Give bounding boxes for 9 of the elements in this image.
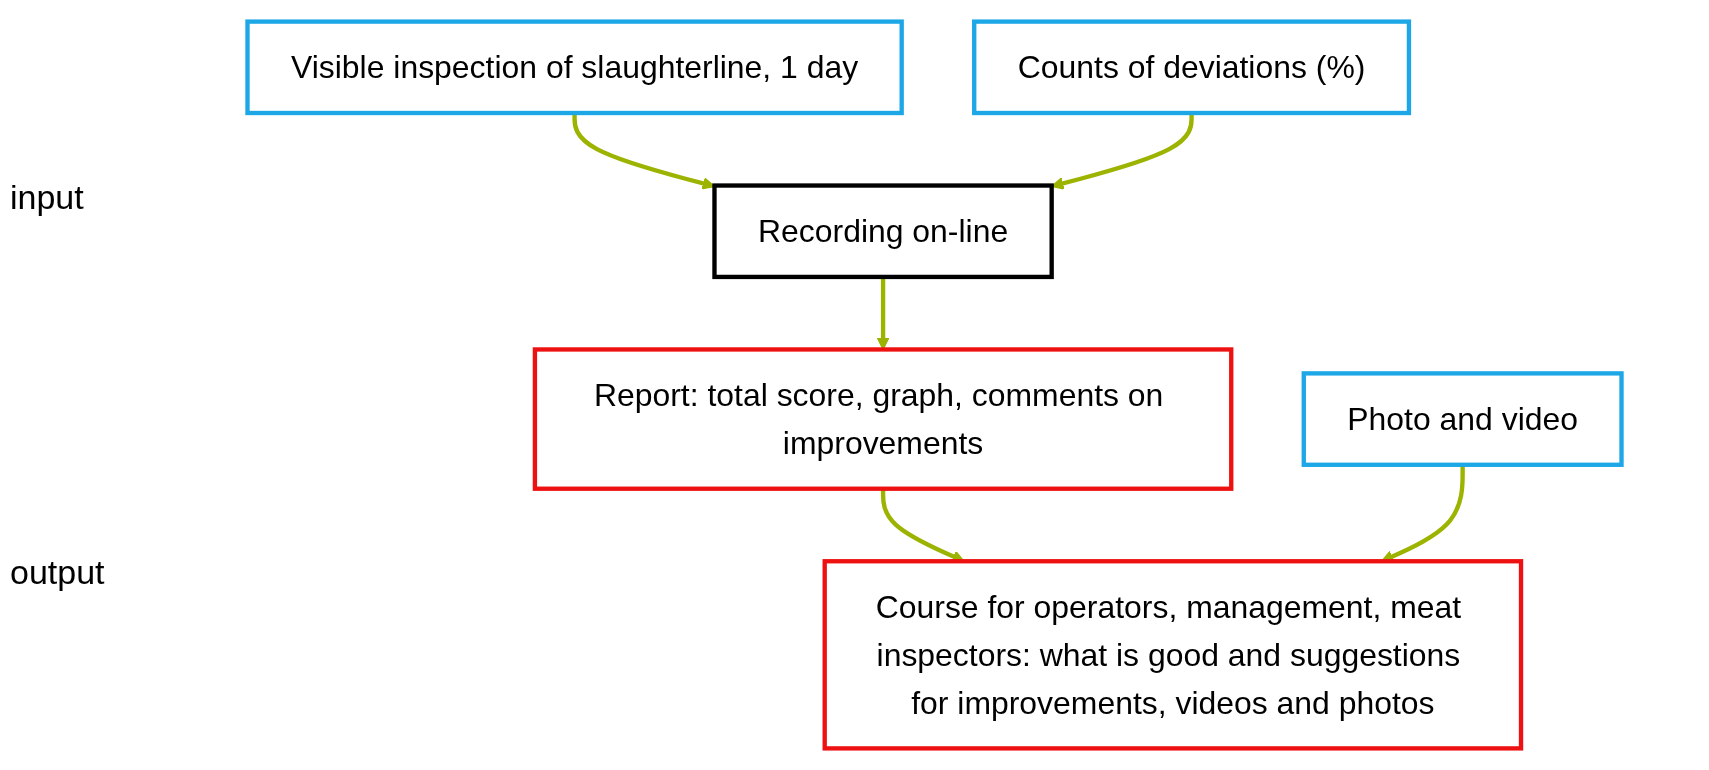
node-box: Counts of deviations (%) — [972, 19, 1412, 116]
arrow — [1051, 113, 1194, 190]
node-box: Recording on-line — [712, 183, 1054, 280]
side-label: output — [10, 553, 106, 592]
side-label: input — [10, 178, 85, 217]
node-box: Visible inspection of slaughterline, 1 day — [245, 19, 904, 116]
node-box: Report: total score, graph, comments on improvements — [532, 347, 1234, 491]
node-box: Course for operators, management, meat inspectors: what is good and suggestions for improvements, videos and photos — [822, 559, 1524, 751]
node-box: Photo and video — [1301, 371, 1624, 467]
